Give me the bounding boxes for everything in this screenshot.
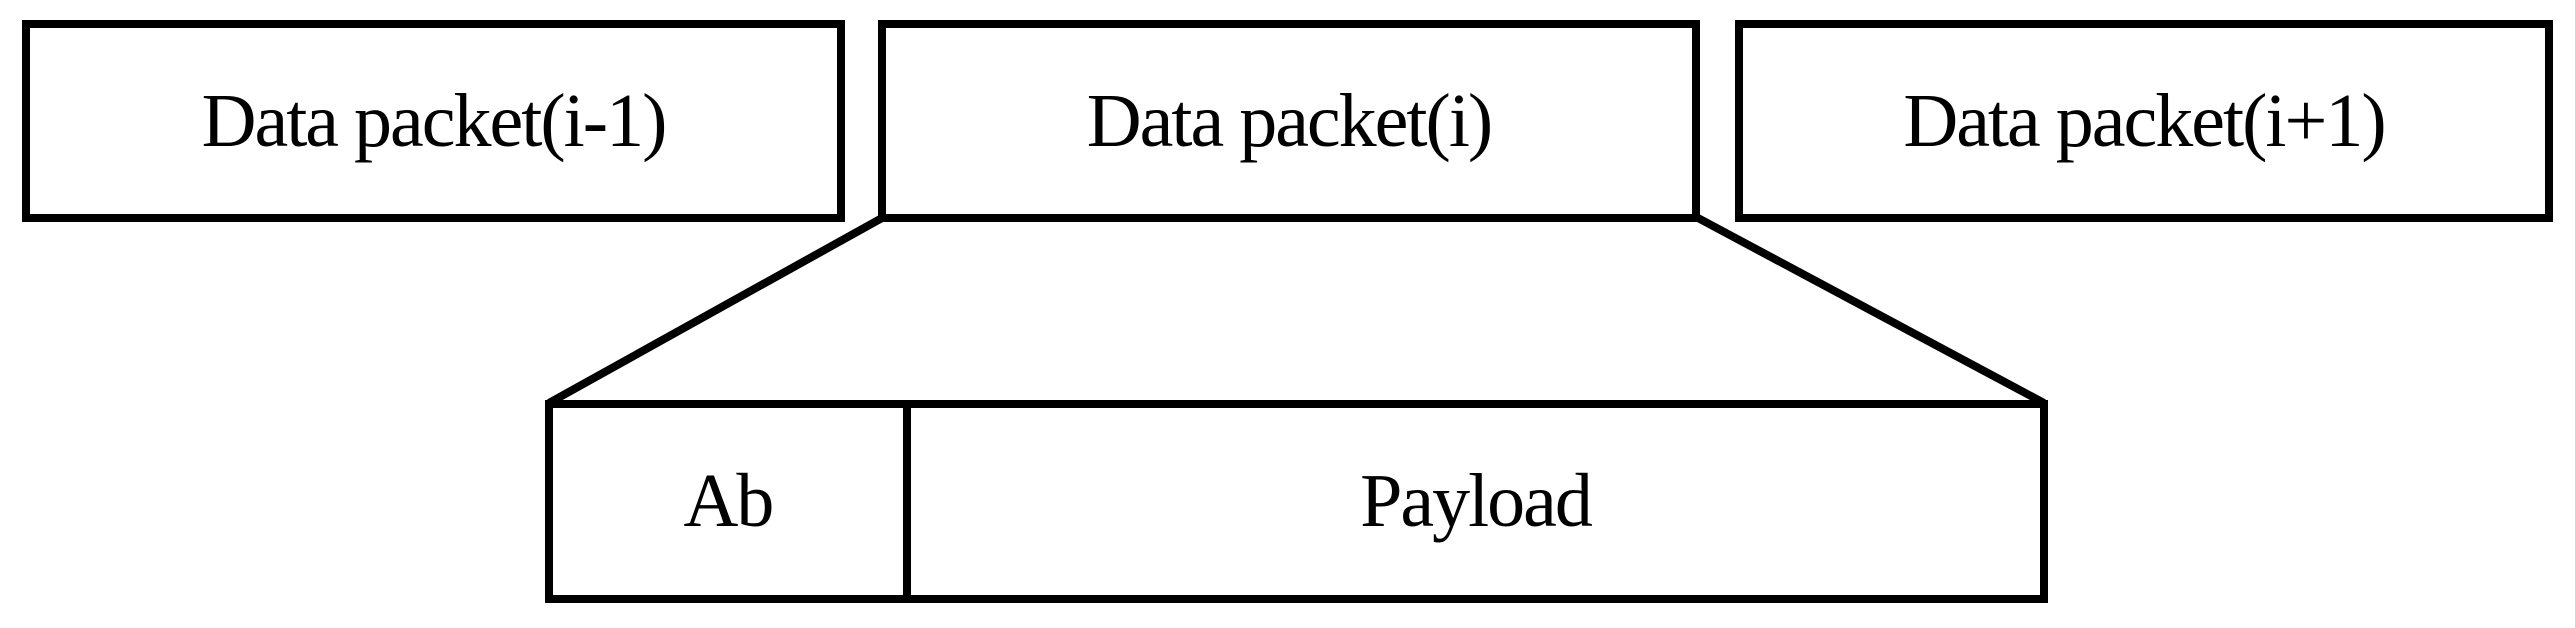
packet-detail-box: Ab Payload (545, 400, 2048, 603)
packet-label-prev: Data packet(i-1) (201, 78, 668, 163)
ab-label: Ab (683, 459, 775, 543)
packet-label-next: Data packet(i+1) (1903, 78, 2386, 163)
payload-label: Payload (1360, 459, 1593, 543)
payload-field: Payload (903, 408, 2040, 595)
ab-field: Ab (553, 408, 903, 595)
packet-box-current: Data packet(i) (878, 20, 1700, 222)
expansion-line-right (1696, 214, 2046, 407)
packet-box-prev: Data packet(i-1) (22, 20, 845, 222)
packet-label-current: Data packet(i) (1086, 78, 1494, 163)
packet-box-next: Data packet(i+1) (1735, 20, 2553, 222)
expansion-line-left (547, 214, 884, 407)
